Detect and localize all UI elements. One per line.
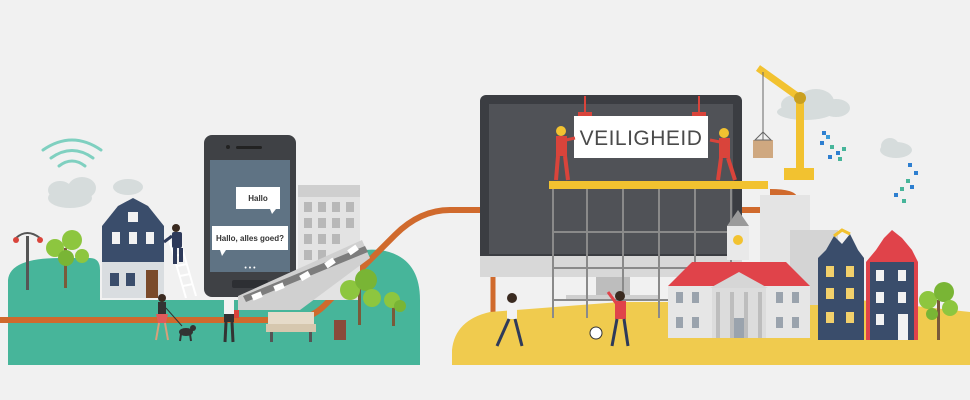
blue-house — [102, 198, 164, 298]
smartphone: Hallo Hallo, alles goed? • • • — [204, 135, 296, 297]
veiligheid-sign: VEILIGHEID — [574, 96, 708, 158]
cloud-left — [48, 177, 143, 208]
tree-right — [919, 282, 958, 340]
chat-bubble-2-text: Hallo, alles goed? — [216, 234, 284, 243]
canal-house-blue — [818, 228, 864, 340]
soccer-ball — [589, 326, 603, 340]
man-on-ladder — [163, 224, 183, 264]
girl-with-dog — [155, 294, 196, 342]
chat-bubble-1 — [236, 187, 280, 209]
boy-with-arm-raised — [606, 291, 630, 347]
worker-right — [709, 128, 737, 181]
street-lamp — [13, 232, 43, 290]
chat-bubble-2 — [212, 226, 288, 250]
worker-left — [554, 126, 576, 181]
wifi-icon — [41, 138, 103, 168]
town-hall — [668, 210, 810, 338]
tree-left — [46, 230, 89, 288]
boy-running — [495, 293, 524, 347]
tram — [238, 240, 370, 310]
tree-cluster-middle — [340, 269, 406, 326]
sign-text: VEILIGHEID — [580, 127, 703, 150]
pixel-cluster-right — [894, 163, 918, 203]
pixel-cluster-left — [820, 131, 846, 161]
typing-indicator: • • • — [244, 265, 256, 272]
canal-house-red — [866, 230, 918, 340]
scaffold-platform — [549, 181, 768, 189]
chat-bubble-1-text: Hallo — [248, 194, 268, 203]
bench — [266, 312, 316, 342]
trash-bin — [334, 320, 346, 340]
